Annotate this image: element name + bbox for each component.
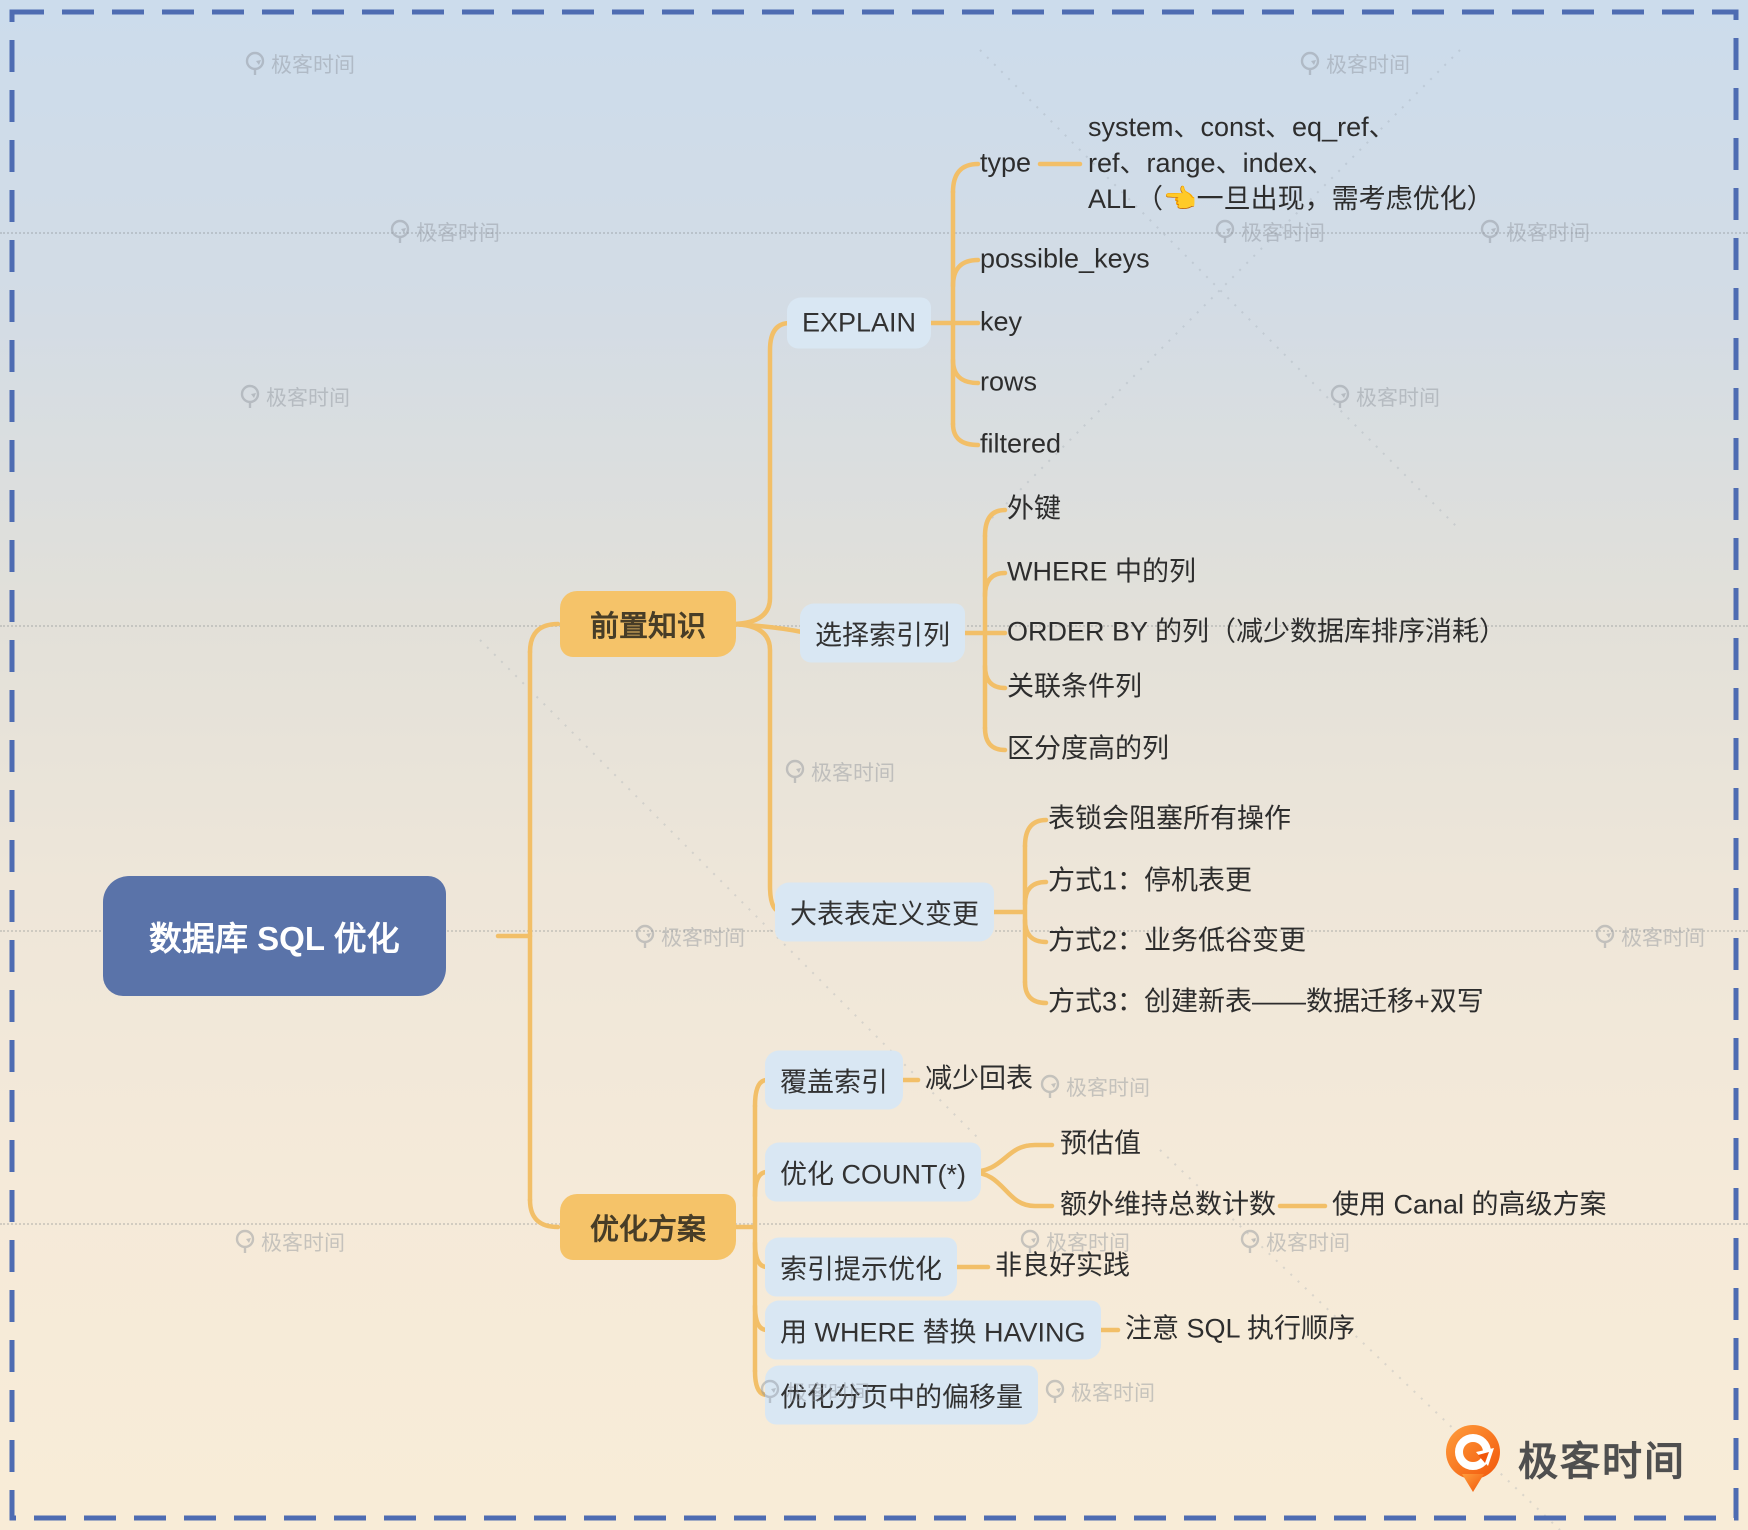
watermark-pin-icon — [1240, 1229, 1260, 1253]
watermark-text: 极客时间 — [1621, 927, 1705, 950]
watermark: 极客时间 — [1330, 382, 1440, 412]
watermark-text: 极客时间 — [261, 1232, 345, 1255]
leaf-reduce-table-lookup[interactable]: 减少回表 — [925, 1063, 1033, 1094]
watermark-pin-icon — [1595, 924, 1615, 948]
leaf-order-by-columns[interactable]: ORDER BY 的列（减少数据库排序消耗） — [1007, 616, 1507, 647]
watermark-pin-icon — [785, 759, 805, 783]
watermark-text: 极客时间 — [1356, 387, 1440, 410]
watermark-pin-icon — [235, 1229, 255, 1253]
watermark: 极客时间 — [1045, 1377, 1155, 1407]
leaf-estimated-value[interactable]: 预估值 — [1060, 1128, 1141, 1159]
geektime-logo: 极客时间 — [1442, 1422, 1686, 1494]
dotted-guide-line — [0, 232, 1748, 234]
topic-index-hint[interactable]: 索引提示优化 — [765, 1237, 957, 1297]
geektime-logo-icon — [1446, 1425, 1500, 1492]
watermark-text: 极客时间 — [661, 927, 745, 950]
leaf-key[interactable]: key — [980, 306, 1023, 337]
type-values-line: ref、range、index、 — [1088, 148, 1335, 178]
watermark: 极客时间 — [240, 382, 350, 412]
topic-explain[interactable]: EXPLAIN — [787, 297, 932, 349]
leaf-type[interactable]: type — [980, 147, 1032, 178]
watermark: 极客时间 — [1595, 922, 1705, 952]
topic-table-ddl-change[interactable]: 大表表定义变更 — [775, 882, 994, 942]
watermark-text: 极客时间 — [1071, 1382, 1155, 1405]
leaf-method-1[interactable]: 方式1：停机表更 — [1048, 865, 1253, 896]
leaf-type-values[interactable]: system、const、eq_ref、 ref、range、index、 AL… — [1088, 109, 1494, 217]
watermark-pin-icon — [1330, 384, 1350, 408]
watermark-text: 极客时间 — [271, 54, 355, 77]
watermark: 极客时间 — [1040, 1072, 1150, 1102]
watermark: 极客时间 — [1240, 1227, 1350, 1257]
topic-index-columns[interactable]: 选择索引列 — [800, 603, 965, 663]
dotted-guide-line — [0, 1223, 1748, 1225]
watermark-pin-icon — [1040, 1074, 1060, 1098]
leaf-foreign-key[interactable]: 外键 — [1007, 493, 1061, 524]
topic-where-replace-having[interactable]: 用 WHERE 替换 HAVING — [765, 1300, 1101, 1360]
leaf-method-2[interactable]: 方式2：业务低谷变更 — [1048, 925, 1307, 956]
watermark-pin-icon — [1300, 51, 1320, 75]
leaf-possible-keys[interactable]: possible_keys — [980, 243, 1150, 274]
watermark-text: 极客时间 — [1326, 54, 1410, 77]
leaf-where-columns[interactable]: WHERE 中的列 — [1007, 556, 1196, 587]
watermark: 极客时间 — [245, 49, 355, 79]
leaf-table-lock-blocks[interactable]: 表锁会阻塞所有操作 — [1048, 803, 1291, 834]
watermark: 极客时间 — [235, 1227, 345, 1257]
watermark-pin-icon — [245, 51, 265, 75]
topic-optimize-count[interactable]: 优化 COUNT(*) — [765, 1142, 981, 1202]
root-topic[interactable]: 数据库 SQL 优化 — [103, 876, 446, 996]
leaf-high-selectivity-columns[interactable]: 区分度高的列 — [1007, 733, 1169, 764]
watermark-pin-icon — [635, 924, 655, 948]
topic-pagination-offset[interactable]: 优化分页中的偏移量 — [765, 1365, 1038, 1425]
watermark-pin-icon — [1045, 1379, 1065, 1403]
branch-optimization[interactable]: 优化方案 — [560, 1194, 737, 1260]
watermark-pin-icon — [240, 384, 260, 408]
watermark-text: 极客时间 — [1266, 1232, 1350, 1255]
leaf-canal-solution[interactable]: 使用 Canal 的高级方案 — [1332, 1189, 1607, 1220]
watermark: 极客时间 — [1300, 49, 1410, 79]
geektime-logo-text: 极客时间 — [1518, 1440, 1686, 1484]
watermark: 极客时间 — [785, 757, 895, 787]
type-values-line: system、const、eq_ref、 — [1088, 112, 1396, 142]
type-values-line: ALL（👈一旦出现，需考虑优化） — [1088, 184, 1494, 214]
watermark-text: 极客时间 — [1066, 1077, 1150, 1100]
leaf-sql-execution-order[interactable]: 注意 SQL 执行顺序 — [1125, 1313, 1356, 1344]
leaf-method-3[interactable]: 方式3：创建新表——数据迁移+双写 — [1048, 986, 1484, 1017]
leaf-rows[interactable]: rows — [980, 366, 1038, 397]
leaf-maintain-counter[interactable]: 额外维持总数计数 — [1060, 1189, 1276, 1220]
watermark: 极客时间 — [635, 922, 745, 952]
leaf-join-condition-columns[interactable]: 关联条件列 — [1007, 671, 1142, 702]
leaf-filtered[interactable]: filtered — [980, 428, 1062, 459]
watermark-text: 极客时间 — [811, 762, 895, 785]
topic-covering-index[interactable]: 覆盖索引 — [765, 1050, 903, 1110]
watermark-text: 极客时间 — [266, 387, 350, 410]
branch-pre-knowledge[interactable]: 前置知识 — [560, 591, 737, 657]
leaf-not-good-practice[interactable]: 非良好实践 — [995, 1250, 1130, 1281]
